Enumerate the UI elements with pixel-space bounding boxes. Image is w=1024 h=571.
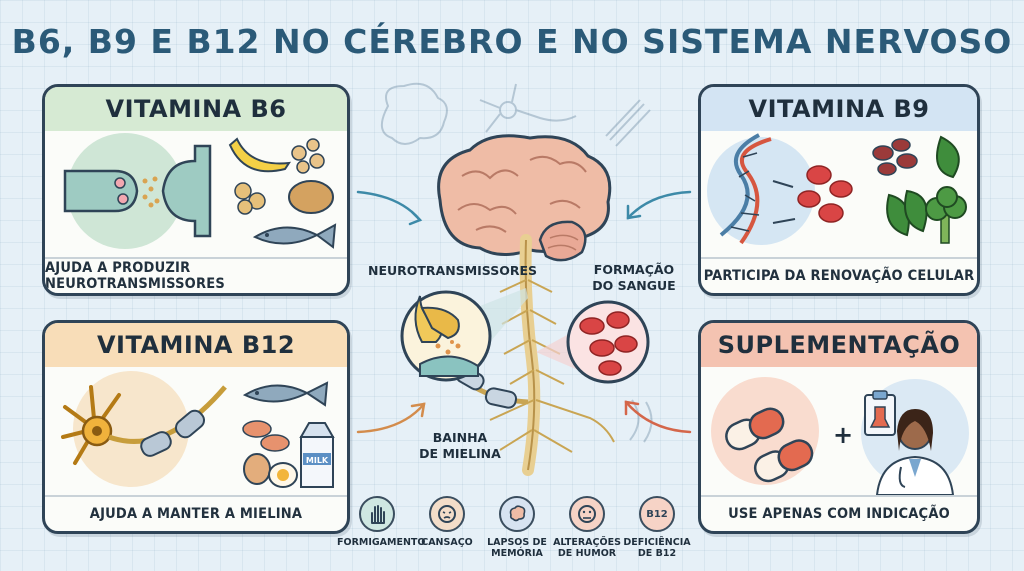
panel-b12-title: VITAMINA B12 <box>96 331 296 359</box>
symptom-label: CANSAÇO <box>421 537 473 548</box>
hand-icon <box>359 496 395 532</box>
callout-neurotransmissores: NEUROTRANSMISSORES <box>368 263 537 279</box>
b12-badge-text: B12 <box>646 508 668 520</box>
brain-icon <box>437 134 612 262</box>
myelin-axon-icon <box>108 385 227 457</box>
panel-supl-title: SUPLEMENTAÇÃO <box>717 331 961 359</box>
mood-face-icon <box>569 496 605 532</box>
panel-vitamina-b6: VITAMINA B6 AJUDA A PRODUZIR N <box>42 84 350 296</box>
panel-b6-title: VITAMINA B6 <box>105 95 287 123</box>
panel-b12-header: VITAMINA B12 <box>45 323 347 367</box>
panel-b12-caption: AJUDA A MANTER A MIELINA <box>45 495 347 531</box>
postsynaptic-terminal <box>161 144 212 238</box>
milk-label: MILK <box>306 456 329 465</box>
symptom-label: LAPSOS DE <box>487 537 547 548</box>
myelin-segments-icon <box>455 365 529 409</box>
panel-b9-header: VITAMINA B9 <box>701 87 977 131</box>
callout-sangue-line1: FORMAÇÃO <box>593 262 675 277</box>
panel-suplementacao: SUPLEMENTAÇÃO + <box>698 320 980 534</box>
panel-supl-header: SUPLEMENTAÇÃO <box>701 323 977 367</box>
symptom-label: ALTERAÇÕES <box>553 537 621 548</box>
panel-supl-caption: USE APENAS COM INDICAÇÃO <box>701 495 977 531</box>
symptom-formigamento: FORMIGAMENTO <box>337 496 426 548</box>
arrow-b6 <box>356 190 423 226</box>
callout-bainha-mielina: BAINHA DE MIELINA <box>410 430 510 461</box>
tired-face-icon <box>429 496 465 532</box>
meat-icon <box>242 420 290 452</box>
b12-badge-icon: B12 <box>639 496 675 532</box>
panel-b6-header: VITAMINA B6 <box>45 87 347 131</box>
milk-carton-icon: MILK <box>299 422 335 488</box>
callout-bainha-line1: BAINHA <box>432 430 488 445</box>
supl-illustration: + <box>711 377 969 496</box>
banana-icon <box>228 137 292 173</box>
small-potatoes-icon <box>234 182 266 215</box>
dna-icon <box>719 133 772 245</box>
arrow-supl <box>624 400 692 434</box>
capsules-icon <box>725 407 814 483</box>
doctor-icon <box>875 409 955 496</box>
page-title: B6, B9 E B12 NO CÉREBRO E NO SISTEMA NER… <box>11 22 1013 61</box>
symptom-label-2: DE HUMOR <box>557 548 617 560</box>
chickpeas-icon <box>291 138 325 174</box>
arrow-b9 <box>626 190 692 220</box>
panel-vitamina-b12: VITAMINA B12 <box>42 320 350 534</box>
nervous-system-illustration <box>381 82 653 476</box>
callout-bainha-line2: DE MIELINA <box>419 445 501 461</box>
symptom-cansaco: CANSAÇO <box>407 496 487 548</box>
broccoli-icon <box>925 186 967 244</box>
callout-formacao-sangue: FORMAÇÃO DO SANGUE <box>584 262 684 293</box>
callout-sangue-line2: DO SANGUE <box>592 277 676 293</box>
callout-neuro-text: NEUROTRANSMISSORES <box>368 263 538 278</box>
panel-b6-caption: AJUDA A PRODUZIR NEUROTRANSMISSORES <box>45 257 347 293</box>
potato-icon <box>288 180 334 214</box>
symptom-label: DEFICIÊNCIA <box>623 537 691 548</box>
symptom-label-2: MEMÓRIA <box>491 548 543 560</box>
panel-vitamina-b9: VITAMINA B9 <box>698 84 980 296</box>
neuron-icon <box>61 385 121 465</box>
symptom-label: FORMIGAMENTO <box>337 537 426 548</box>
red-cells-icon <box>797 165 853 223</box>
panel-b9-title: VITAMINA B9 <box>748 95 930 123</box>
b12-fish-icon <box>242 381 329 407</box>
beans-icon <box>872 138 918 176</box>
blood-magnifier-icon <box>536 300 650 384</box>
plus-sign: + <box>833 421 853 449</box>
panel-b9-caption: PARTICIPA DA RENOVAÇÃO CELULAR <box>701 257 977 293</box>
fish-icon <box>252 223 337 249</box>
eggs-icon <box>243 453 298 488</box>
b6-illustration <box>63 133 337 249</box>
arrow-b12 <box>356 402 426 434</box>
b9-illustration <box>707 133 967 245</box>
spinach-icon <box>886 135 960 237</box>
b12-illustration: MILK <box>61 371 335 488</box>
symptom-label-2: DE B12 <box>637 548 677 560</box>
synapse-magnifier-icon <box>400 288 528 382</box>
brain-memory-icon <box>499 496 535 532</box>
clipboard-icon <box>864 390 896 436</box>
